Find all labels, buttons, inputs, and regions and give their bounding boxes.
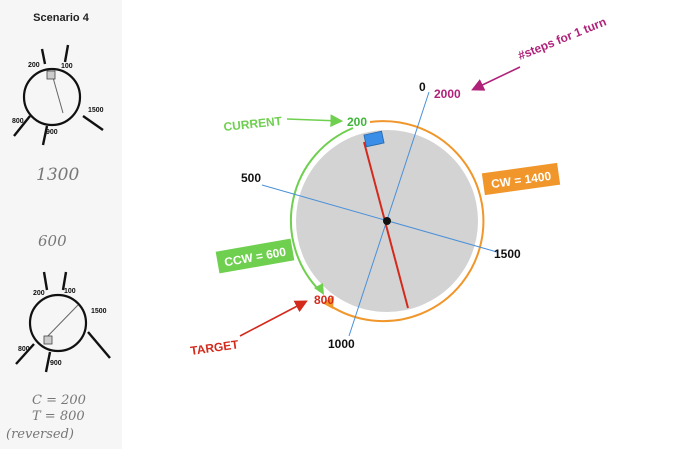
dial1-label-900: 900 <box>46 129 58 136</box>
handwritten-note-reversed: (reversed) <box>6 427 74 442</box>
dial2-label-200: 200 <box>33 290 45 297</box>
dial2-label-900: 900 <box>50 360 62 367</box>
steps-per-turn-note: #steps for 1 turn <box>516 15 608 63</box>
dial1-label-800: 800 <box>12 118 24 125</box>
small-dial-2: 200 100 1500 800 900 <box>15 271 111 373</box>
ccw-arrowhead <box>314 283 324 295</box>
target-label: TARGET <box>189 337 240 358</box>
tick-label-1000: 1000 <box>328 337 355 351</box>
current-value-label: 200 <box>347 115 367 129</box>
tick-label-0: 0 <box>419 80 426 94</box>
handwritten-note-1300: 1300 <box>36 165 80 185</box>
axis-500-1500 <box>261 184 498 253</box>
scenario-title: Scenario 4 <box>33 12 89 24</box>
cw-arrowhead <box>322 296 334 309</box>
target-arrow <box>239 300 308 337</box>
tick-label-1500: 1500 <box>494 247 521 261</box>
ccw-badge: CCW = 600 <box>215 238 295 274</box>
tick-label-500: 500 <box>241 171 261 185</box>
cw-badge: CW = 1400 <box>481 162 561 196</box>
handwritten-note-current: C = 200 <box>32 393 86 408</box>
handwritten-note-600: 600 <box>38 232 67 250</box>
dial1-label-200: 200 <box>28 62 40 69</box>
dial2-label-1500: 1500 <box>91 308 107 315</box>
current-label: CURRENT <box>223 114 283 134</box>
tick-label-2000: 2000 <box>434 87 461 101</box>
ccw-arc <box>290 127 354 292</box>
steps-arrow <box>471 66 521 91</box>
dial2-label-100: 100 <box>64 288 76 295</box>
dial2-label-800: 800 <box>18 346 30 353</box>
target-value-label: 800 <box>314 293 334 307</box>
dial-pivot <box>383 217 391 225</box>
current-arrow <box>286 114 344 128</box>
dial1-label-1500: 1500 <box>88 107 104 114</box>
axis-0-1000 <box>348 91 430 337</box>
dial-needle <box>363 141 409 309</box>
scenario-panel: Scenario 4 1300 600 C = 200 T = 800 (rev… <box>0 0 122 449</box>
small-dial-1: 200 100 1500 800 900 <box>12 44 104 146</box>
cw-arc <box>328 120 485 323</box>
current-marker <box>363 130 385 148</box>
dial1-label-100: 100 <box>61 63 73 70</box>
handwritten-note-target: T = 800 <box>32 409 85 424</box>
